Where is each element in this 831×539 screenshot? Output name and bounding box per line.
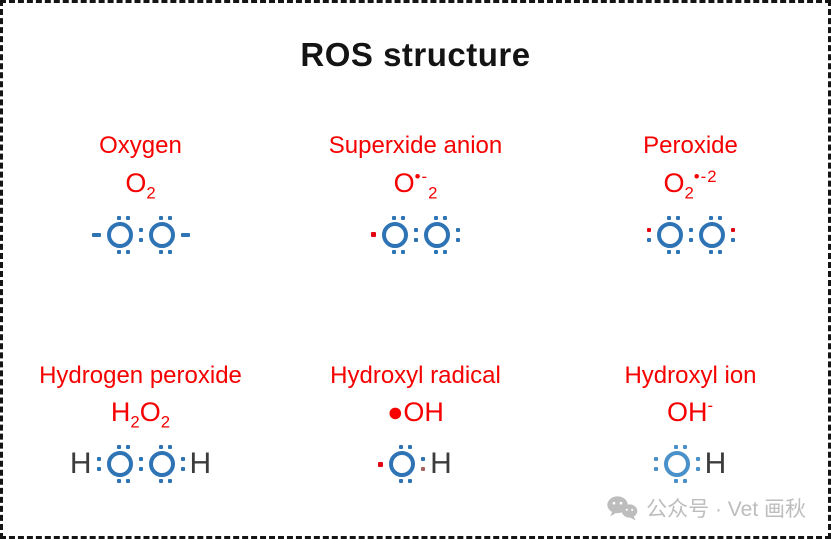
oxygen-atom <box>663 445 690 484</box>
unpaired-electron-dot <box>378 461 384 467</box>
molecule-formula: O2 <box>125 167 156 202</box>
lewis-structure: H <box>378 441 453 487</box>
molecule-name: Hydroxyl radical <box>330 361 501 389</box>
oxygen-atom <box>106 215 133 254</box>
electron-pair <box>730 227 735 242</box>
watermark-text: 公众号 · Vet 画秋 <box>646 498 806 521</box>
hydrogen-atom: H <box>69 447 92 481</box>
molecule-name: Peroxide <box>643 132 738 159</box>
lewis-structure <box>371 212 460 258</box>
molecule-formula: H2O2 <box>110 397 171 432</box>
electron-pair <box>653 457 658 472</box>
hydrogen-atom: H <box>704 447 727 481</box>
electron-pair <box>646 227 651 242</box>
oxygen-atom <box>389 445 416 484</box>
electron-pair <box>414 227 418 242</box>
electron-pair <box>695 457 700 472</box>
unpaired-electron-dot <box>371 232 376 238</box>
watermark: 公众号 · Vet 画秋 <box>606 493 806 523</box>
molecule-name: Superxide anion <box>328 132 503 159</box>
hydrogen-atom: H <box>189 447 212 481</box>
oxygen-atom <box>148 445 175 484</box>
molecule-card-hydroxyl-radical: Hydroxyl radical ●OH H <box>278 362 553 488</box>
oxygen-atom <box>106 445 133 484</box>
molecule-name: Hydroxyl ion <box>624 361 757 389</box>
oxygen-atom <box>148 215 175 254</box>
molecule-formula: ●OH <box>387 397 444 428</box>
molecule-name: Oxygen <box>99 132 182 159</box>
electron-pair <box>421 457 426 472</box>
electron-pair <box>456 227 460 242</box>
molecule-name: Hydrogen peroxide <box>39 361 242 389</box>
lone-pair-dash <box>91 232 101 237</box>
molecule-card-hydroxyl-ion: Hydroxyl ion OH- H <box>553 362 828 488</box>
electron-pair <box>688 227 693 242</box>
diagram-title: ROS structure <box>300 36 531 73</box>
molecule-formula: O•-2 <box>393 166 438 202</box>
electron-pair <box>138 227 143 242</box>
oxygen-atom <box>382 215 408 254</box>
oxygen-atom <box>424 215 450 254</box>
lone-pair-dash <box>180 232 190 237</box>
electron-pair <box>96 457 101 472</box>
lewis-structure <box>91 212 190 258</box>
lewis-structure: H <box>653 441 728 487</box>
electron-pair <box>180 457 185 472</box>
molecule-row-top: Oxygen O2 Superxide anion O•-2 Peroxide … <box>3 132 828 258</box>
wechat-icon <box>607 496 638 521</box>
molecule-formula: OH- <box>666 396 715 428</box>
lewis-structure <box>646 212 735 258</box>
hydrogen-atom: H <box>430 447 452 481</box>
molecule-card-superoxide-anion: Superxide anion O•-2 <box>278 132 553 258</box>
molecule-card-peroxide: Peroxide O2•-2 <box>553 132 828 258</box>
oxygen-atom <box>656 215 683 254</box>
electron-pair <box>138 457 143 472</box>
molecule-card-oxygen: Oxygen O2 <box>3 132 278 258</box>
molecule-formula: O2•-2 <box>663 166 718 202</box>
oxygen-atom <box>698 215 725 254</box>
